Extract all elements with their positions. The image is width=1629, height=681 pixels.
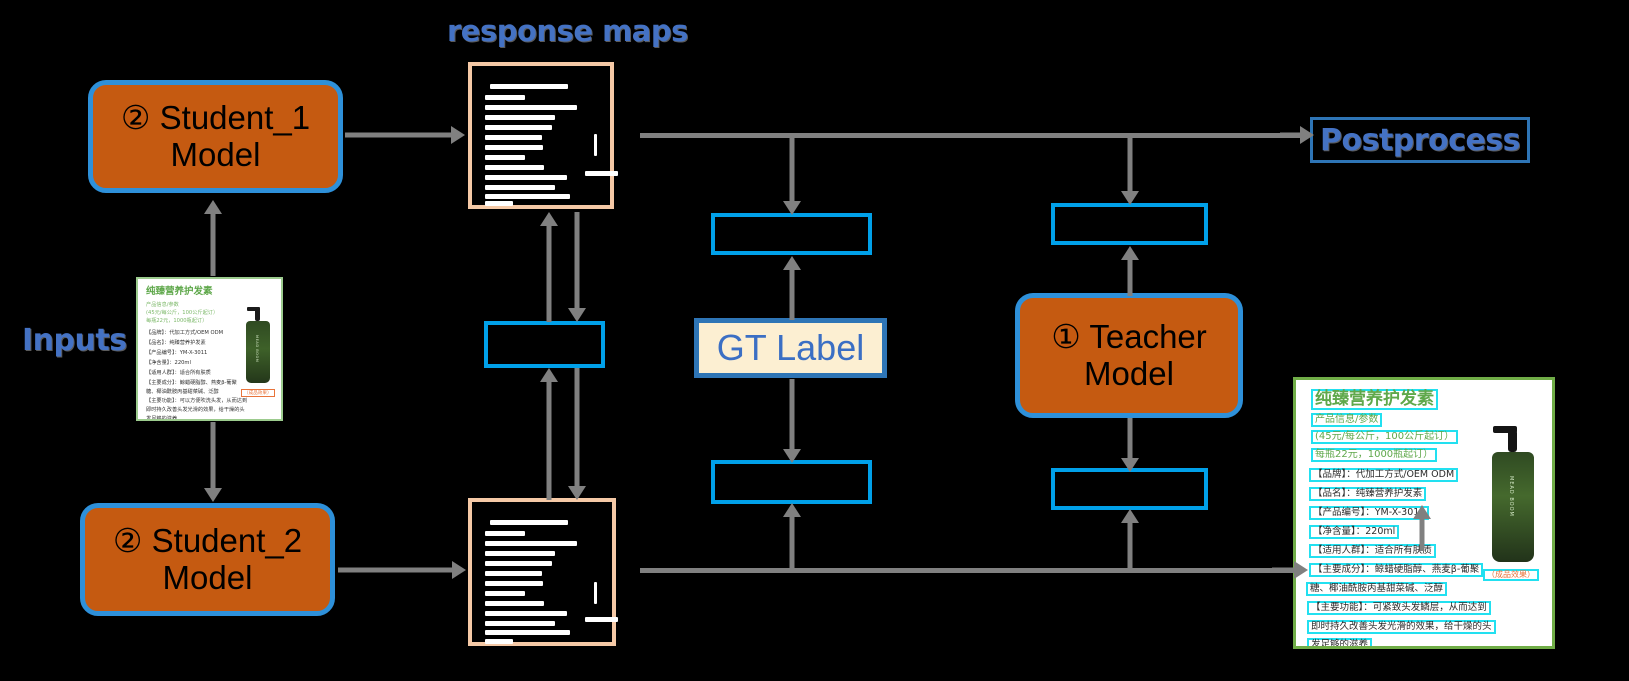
output-ocr-line: 【主要功能】：可紧致头发鳞层，从而达到 — [1307, 601, 1491, 615]
student-1-model-label-line2: Model — [170, 135, 261, 173]
student-2-model-label-line2: Model — [162, 558, 253, 596]
gt-label-text: GT Label — [716, 327, 865, 368]
output-ocr-subtitle: 产品信息/参数 — [1311, 413, 1383, 427]
arrow-input-to-student2 — [204, 422, 222, 502]
distillation-loss-box-middle[interactable] — [484, 321, 605, 368]
arrow-student1-to-respmap-top — [345, 126, 465, 144]
input-card-line: 【产品编号】：YM-X-3011 — [146, 350, 208, 356]
input-card-price-1: (45元/每公斤，100公斤起订） — [146, 310, 219, 316]
output-bottle-text: MEAD BOOM — [1508, 476, 1514, 517]
input-card-line: 糖、椰油酰胺丙基甜菜碱、泛醇 — [146, 389, 219, 395]
gt-label-box[interactable]: GT Label — [694, 318, 887, 378]
input-card-line: 【品牌】：代加工方式/OEM ODM — [146, 330, 224, 336]
input-bottle-text: MEAD BOOM — [255, 335, 259, 363]
arrow-middlebox-to-respmap-top — [540, 212, 558, 322]
inputs-label: Inputs — [22, 323, 127, 358]
arrow-student2-to-respmap-bottom — [338, 561, 466, 579]
input-card-price-2: 每瓶22元，1000瓶起订） — [146, 318, 208, 324]
arrow-gt-label-to-loss-bottom — [783, 379, 801, 463]
input-card-swatch-note: （成品效果） — [241, 389, 275, 397]
arrow-input-to-student1 — [204, 200, 222, 276]
arrow-bus-to-postprocess-top — [1280, 126, 1314, 144]
output-ocr-line: 【品名】：纯臻营养护发素 — [1309, 487, 1427, 501]
gt-loss-box-top[interactable] — [711, 213, 872, 255]
input-card-line: 发足够的滋养 — [146, 416, 178, 421]
student-2-model-label-line1: ② Student_2 — [112, 521, 303, 559]
output-ocr-line: 【净含量】：220ml — [1309, 525, 1400, 539]
input-product-card: 纯臻营养护发素 产品信息/参数 (45元/每公斤，100公斤起订） 每瓶22元，… — [136, 277, 283, 421]
arrow-respmap-bottom-to-middlebox — [540, 368, 558, 500]
output-ocr-swatch-note: （成品效果） — [1483, 569, 1539, 581]
arrow-teacher-to-loss-bottom — [1121, 418, 1139, 472]
input-bottle-cap — [255, 309, 260, 321]
arrow-bus-to-postprocess-bottom — [1272, 561, 1308, 579]
teacher-model-box[interactable]: ① Teacher Model — [1015, 293, 1243, 418]
input-card-subtitle: 产品信息/参数 — [146, 302, 179, 308]
arrow-teacher-to-loss-top — [1121, 246, 1139, 296]
output-ocr-line: 【主要成分】：鲸蜡硬脂醇、燕麦β-葡聚 — [1309, 563, 1484, 577]
input-card-line: 即时持久改善头发光滑的效果，给干燥的头 — [146, 407, 245, 413]
postprocess-top-label: Postprocess — [1319, 122, 1521, 158]
output-bottle — [1492, 452, 1534, 562]
output-ocr-line: 【适用人群】：适合所有肤质 — [1309, 544, 1436, 558]
input-card-title: 纯臻营养护发素 — [146, 286, 213, 297]
line-respmap-top-bus — [640, 133, 1300, 138]
arrow-middlebox-to-respmap-bottom — [568, 368, 586, 500]
output-ocr-line: 糖、椰油酰胺丙基甜菜碱、泛醇 — [1306, 582, 1448, 596]
student-1-model-label-line1: ② Student_1 — [120, 98, 311, 136]
output-ocr-line: 发足够的滋养 — [1307, 638, 1373, 646]
output-ocr-line: 【品牌】：代加工方式/OEM ODM — [1309, 468, 1459, 482]
input-card-line: 【适用人群】：适合所有肤质 — [146, 370, 211, 376]
arrow-bus-to-teacher-loss-top — [1121, 133, 1139, 205]
arrow-bus-to-gt-loss-bottom — [783, 503, 801, 571]
arrow-bus-to-teacher-loss-bottom — [1121, 509, 1139, 571]
output-ocr-line: 【产品编号】：YM-X-3011 — [1309, 506, 1430, 520]
arrow-respmap-top-to-middlebox — [568, 212, 586, 322]
output-ocr-price-1: (45元/每公斤，100公斤起订） — [1311, 430, 1459, 444]
input-card-line: 【主要成分】：鲸蜡硬脂醇、燕麦β-葡聚 — [146, 380, 237, 386]
output-product-card: 纯臻营养护发素 产品信息/参数 (45元/每公斤，100公斤起订） 每瓶22元，… — [1293, 377, 1555, 649]
input-card-line: 【主要功能】：可以方便吹洗头发，从而达到 — [146, 398, 248, 404]
output-ocr-price-2: 每瓶22元，1000瓶起订） — [1311, 448, 1438, 462]
output-bottle-nozzle — [1493, 426, 1517, 433]
line-respmap-bottom-bus — [640, 568, 1295, 573]
arrow-bus-to-gt-loss-top — [783, 133, 801, 215]
arrow-postprocess-bottom-to-output — [1413, 505, 1431, 551]
response-map-top — [468, 62, 618, 209]
response-maps-title: response maps — [447, 14, 688, 48]
input-bottle — [246, 321, 270, 383]
response-map-bottom — [468, 498, 618, 646]
input-bottle-nozzle — [247, 307, 260, 311]
teacher-loss-box-bottom[interactable] — [1051, 468, 1208, 510]
output-bottle-cap — [1508, 430, 1517, 452]
input-card-line: 【净含量】：220ml — [146, 360, 191, 366]
teacher-model-label-line2: Model — [1084, 354, 1174, 392]
student-2-model-box[interactable]: ② Student_2 Model — [80, 503, 335, 616]
input-card-line: 【品名】：纯臻营养护发素 — [146, 340, 206, 346]
teacher-loss-box-top[interactable] — [1051, 203, 1208, 245]
output-ocr-line: 即时持久改善头发光滑的效果，给干燥的头 — [1307, 620, 1496, 634]
arrow-gt-label-to-loss-top — [783, 256, 801, 320]
teacher-model-label-line1: ① Teacher — [1051, 317, 1207, 355]
gt-loss-box-bottom[interactable] — [711, 460, 872, 504]
postprocess-box-top[interactable]: Postprocess — [1310, 117, 1530, 163]
output-ocr-title: 纯臻营养护发素 — [1311, 389, 1438, 410]
student-1-model-box[interactable]: ② Student_1 Model — [88, 80, 343, 193]
